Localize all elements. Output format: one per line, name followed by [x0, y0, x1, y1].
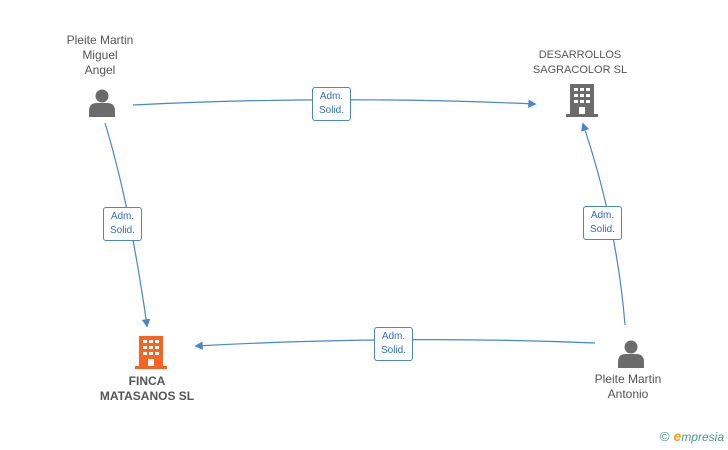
brand-watermark[interactable]: ©empresia: [660, 428, 724, 444]
node-label-miguel[interactable]: Pleite Martin Miguel Angel: [50, 33, 150, 78]
edge-label-line: Solid.: [590, 224, 616, 235]
node-label-line: Pleite Martin: [66, 33, 134, 47]
edge-label-line: Adm.: [590, 210, 615, 221]
node-label-line: MATASANOS SL: [99, 389, 195, 403]
edge-label-line: Solid.: [319, 105, 345, 116]
node-label-line: FINCA: [128, 374, 166, 388]
node-label-line: DESARROLLOS: [538, 49, 622, 61]
building-icon: [566, 84, 598, 117]
person-icon: [618, 340, 644, 368]
edge-label-line: Adm.: [381, 331, 406, 342]
edge-label-line: Solid.: [381, 345, 407, 356]
person-icon: [89, 89, 115, 117]
node-label-line: SAGRACOLOR SL: [532, 64, 628, 76]
brand-logo-letter: e: [673, 428, 682, 444]
edge-label-antonio-finca: Adm. Solid.: [374, 327, 414, 361]
node-label-finca[interactable]: FINCA MATASANOS SL: [92, 374, 202, 404]
node-label-antonio[interactable]: Pleite Martin Antonio: [578, 372, 678, 402]
copyright-icon: ©: [659, 429, 670, 444]
edge-label-line: Adm.: [110, 211, 135, 222]
edge-label-antonio-desarrollos: Adm. Solid.: [583, 206, 623, 240]
brand-name: mpresia: [681, 430, 724, 444]
edge-label-miguel-desarrollos: Adm. Solid.: [312, 87, 352, 121]
edge-label-line: Solid.: [110, 225, 136, 236]
edge-label-miguel-finca: Adm. Solid.: [103, 207, 143, 241]
node-label-line: Miguel: [82, 48, 118, 62]
node-label-line: Antonio: [607, 387, 649, 401]
node-label-line: Angel: [84, 63, 116, 77]
edge-label-line: Adm.: [319, 91, 344, 102]
node-label-line: Pleite Martin: [594, 372, 662, 386]
building-icon-focus: [135, 336, 167, 369]
node-label-desarrollos[interactable]: DESARROLLOS SAGRACOLOR SL: [520, 48, 640, 78]
